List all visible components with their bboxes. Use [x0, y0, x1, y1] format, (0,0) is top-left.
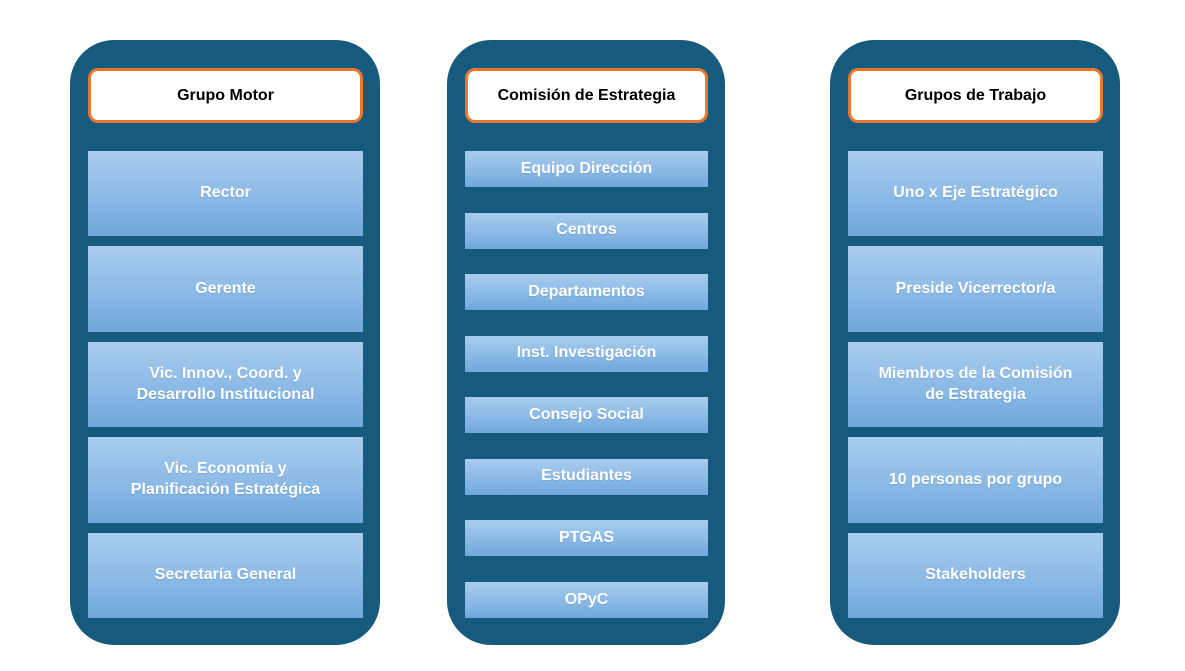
item-box: Vic. Innov., Coord. y Desarrollo Institu… — [88, 341, 363, 428]
column-header-grupos-trabajo: Grupos de Trabajo — [848, 68, 1103, 123]
column-title: Grupos de Trabajo — [904, 86, 1047, 104]
item-box: Consejo Social — [465, 397, 708, 434]
item-box: Preside Vicerrector/a — [848, 246, 1103, 332]
item-box: Centros — [465, 212, 708, 249]
item-box: Vic. Economía y Planificación Estratégic… — [88, 437, 363, 523]
item-box: Rector — [88, 151, 363, 237]
item-box: Inst. Investigación — [465, 335, 708, 372]
item-box: 10 personas por grupo — [848, 437, 1103, 523]
item-box: Departamentos — [465, 274, 708, 311]
item-box: Miembros de la Comisión de Estrategia — [848, 341, 1103, 428]
column-header-comision-estrategia: Comisión de Estrategia — [465, 68, 708, 123]
item-box: Stakeholders — [848, 532, 1103, 619]
column-title: Comisión de Estrategia — [497, 86, 676, 104]
item-box: PTGAS — [465, 520, 708, 557]
column-header-grupo-motor: Grupo Motor — [88, 68, 363, 123]
item-box: Equipo Dirección — [465, 151, 708, 187]
item-box: Estudiantes — [465, 458, 708, 495]
item-box: Uno x Eje Estratégico — [848, 151, 1103, 237]
column-title: Grupo Motor — [177, 86, 274, 104]
item-box: Gerente — [88, 246, 363, 332]
item-box: Secretaría General — [88, 532, 363, 619]
item-box: OPyC — [465, 581, 708, 618]
